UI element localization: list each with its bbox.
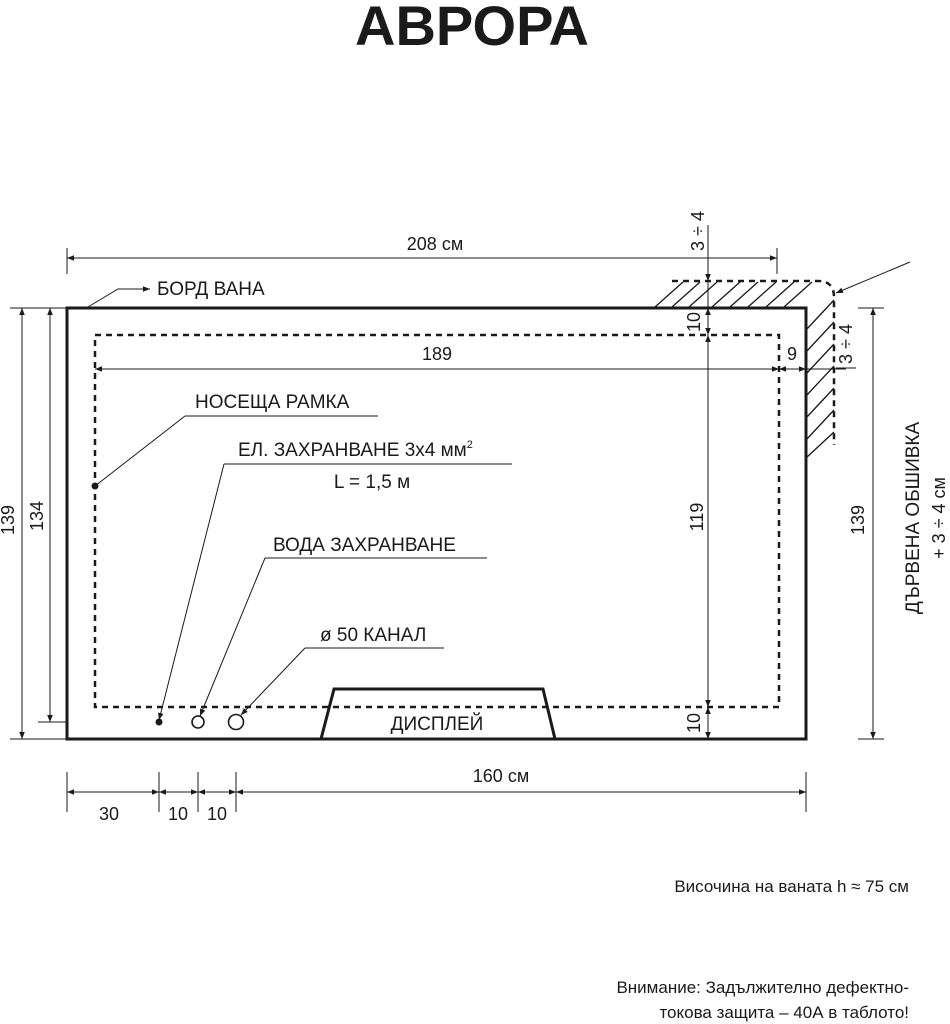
callout-drain-channel: ø 50 КАНАЛ [240, 625, 444, 716]
carrying-frame [93, 333, 781, 709]
dimension-top-gap: 3 ÷ 4 [688, 211, 711, 308]
svg-text:139: 139 [848, 505, 868, 535]
svg-text:3 ÷ 4: 3 ÷ 4 [688, 211, 708, 251]
svg-text:139: 139 [0, 505, 18, 535]
callout-electrical-supply: ЕЛ. ЗАХРАНВАНЕ 3х4 мм2 L = 1,5 м [158, 439, 512, 721]
wood-panel-thickness: + 3 ÷ 4 см [929, 477, 949, 559]
height-note: Височина на ваната h ≈ 75 см [674, 877, 909, 896]
display-panel [319, 687, 557, 740]
wood-panel-leader [835, 261, 911, 294]
svg-text:ЕЛ. ЗАХРАНВАНЕ 3х4 мм2: ЕЛ. ЗАХРАНВАНЕ 3х4 мм2 [238, 439, 473, 461]
warning-note-line2: токова защита – 40А в таблото! [659, 1003, 909, 1022]
svg-text:ø 50 КАНАЛ: ø 50 КАНАЛ [320, 625, 426, 646]
svg-text:9: 9 [787, 344, 797, 364]
svg-text:L = 1,5 м: L = 1,5 м [334, 472, 410, 493]
dimension-top-margin: 10 [684, 308, 711, 335]
svg-text:134: 134 [27, 501, 47, 531]
water-supply-point [191, 715, 205, 729]
warning-note-line1: Внимание: Задължително дефектно- [616, 978, 909, 997]
dimension-inner-length: 189 [95, 344, 779, 372]
dimension-right-margin: 9 [779, 344, 846, 372]
svg-text:10: 10 [168, 804, 188, 824]
drain-channel-point [227, 713, 245, 731]
svg-text:30: 30 [99, 804, 119, 824]
bathtub-rim [65, 306, 808, 741]
dimension-inner-height: 119 [687, 335, 711, 707]
svg-text:10: 10 [684, 713, 704, 733]
svg-text:10: 10 [207, 804, 227, 824]
callout-bathtub-rim: БОРД ВАНА [87, 279, 265, 308]
svg-text:БОРД ВАНА: БОРД ВАНА [157, 279, 265, 300]
drawing-title: АВРОРА [355, 0, 589, 57]
wood-panel-label: ДЪРВЕНА ОБШИВКА [903, 422, 924, 615]
wood-panel-outline [672, 279, 836, 445]
svg-text:119: 119 [687, 503, 707, 532]
callout-carrying-frame: НОСЕЩА РАМКА [94, 392, 378, 487]
svg-text:160 см: 160 см [473, 766, 529, 786]
callout-water-supply: ВОДА ЗАХРАНВАНЕ [199, 535, 487, 717]
svg-text:189: 189 [422, 344, 452, 364]
dimension-frame-height-left: 134 [27, 308, 67, 723]
svg-text:НОСЕЩА РАМКА: НОСЕЩА РАМКА [195, 392, 350, 413]
dimension-bottom-chain: 30 10 10 160 см [66, 766, 807, 824]
electrical-supply-point [155, 718, 163, 726]
dimension-side-gap: 3 ÷ 4 [836, 324, 856, 369]
svg-text:208 см: 208 см [407, 234, 463, 254]
display-label: ДИСПЛЕЙ [391, 713, 484, 735]
dimension-outer-height-left: 139 [0, 307, 67, 740]
svg-text:10: 10 [684, 312, 704, 332]
svg-text:3 ÷ 4: 3 ÷ 4 [836, 324, 856, 364]
dimension-outer-length: 208 см [66, 234, 778, 274]
dimension-bottom-margin: 10 [684, 707, 711, 739]
dimension-outer-height-right: 139 [848, 307, 884, 740]
svg-text:ВОДА ЗАХРАНВАНЕ: ВОДА ЗАХРАНВАНЕ [273, 535, 456, 556]
